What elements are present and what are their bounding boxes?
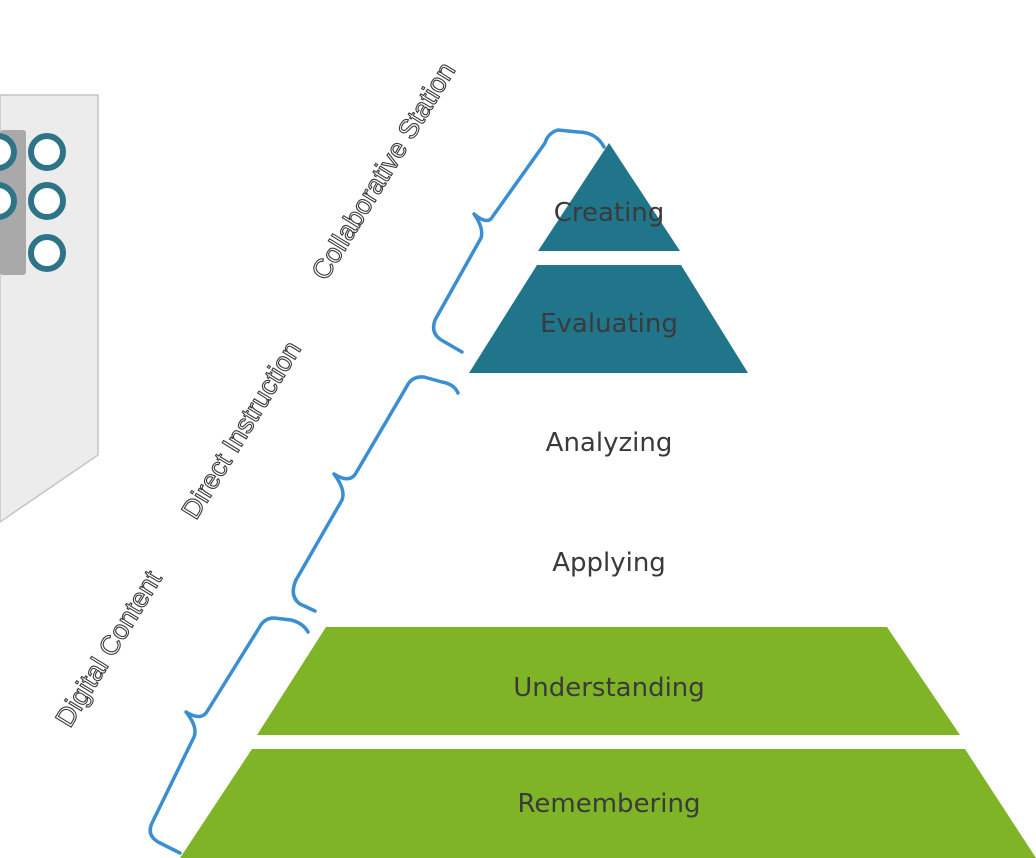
- station-braces: [148, 128, 606, 855]
- brace-digital: [148, 616, 310, 855]
- seat-icon: [28, 182, 66, 220]
- seat-icon: [28, 133, 66, 171]
- brace-direct: [291, 375, 460, 613]
- pyramid-level-remembering: [180, 749, 1036, 858]
- seat-icons: [0, 133, 66, 272]
- seat-icon: [28, 234, 66, 272]
- level-label-understanding: Understanding: [513, 673, 705, 703]
- seat-icon: [0, 133, 17, 171]
- station-label-digital: Digital Content: [50, 565, 168, 732]
- pyramid-level-evaluating: [469, 265, 748, 373]
- pyramid-level-creating: [538, 143, 680, 251]
- brace-collaborative: [431, 128, 606, 354]
- level-label-applying: Applying: [552, 548, 666, 578]
- pyramid-level-understanding: [257, 627, 960, 735]
- pyramid: Creating Evaluating Analyzing Applying U…: [180, 143, 1036, 858]
- level-label-evaluating: Evaluating: [540, 309, 678, 339]
- level-label-analyzing: Analyzing: [546, 428, 673, 458]
- level-label-creating: Creating: [554, 198, 665, 228]
- level-label-remembering: Remembering: [518, 789, 701, 819]
- classroom-panel: [0, 94, 99, 523]
- station-label-direct: Direct Instruction: [176, 336, 307, 524]
- station-label-collaborative: Collaborative Station: [306, 57, 462, 285]
- seat-icon: [0, 182, 17, 220]
